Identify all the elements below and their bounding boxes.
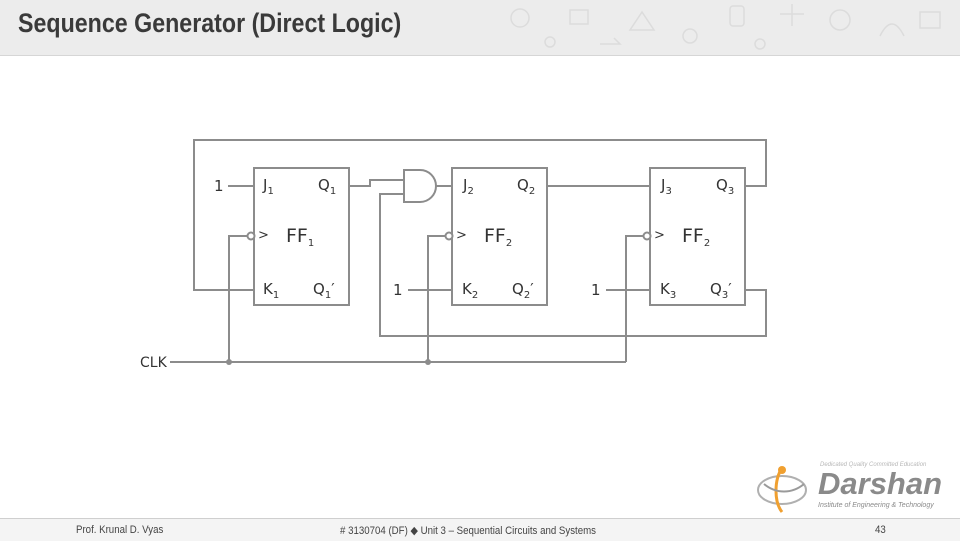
ff3-name: FF2	[682, 225, 711, 249]
ff1-j-label: J1	[263, 176, 274, 197]
ff2-q-label: Q2	[517, 176, 536, 197]
logo-tagline: Institute of Engineering & Technology	[818, 502, 934, 509]
ff1-name: FF1	[286, 225, 315, 249]
logo-motto: Dedicated Quality Committed Education	[820, 462, 927, 468]
ff3-clock-bubble	[642, 231, 652, 241]
ff1-clock-bubble	[246, 231, 256, 241]
and-gate	[403, 169, 437, 203]
footer-course: # 3130704 (DF) ◆ Unit 3 – Sequential Cir…	[340, 525, 597, 537]
ff1-q-label: Q1	[318, 176, 337, 197]
ff3-q-label: Q3	[716, 176, 735, 197]
j1-constant-one: 1	[214, 177, 224, 195]
ff1-k-label: K1	[263, 280, 280, 301]
clock-junction-1	[226, 359, 232, 365]
logo-name: Darshan	[818, 466, 943, 501]
ff2-name: FF2	[484, 225, 513, 249]
ff3-clock-arrow: >	[654, 228, 665, 243]
darshan-emblem-icon	[757, 466, 807, 513]
ff2-j-label: J2	[463, 176, 474, 197]
title-bar: Sequence Generator (Direct Logic)	[0, 0, 960, 56]
footer: Prof. Krunal D. Vyas # 3130704 (DF) ◆ Un…	[0, 518, 960, 541]
ff1-qn-label: Q1′	[313, 280, 335, 301]
title-background-doodles	[510, 4, 941, 50]
ff3-qn-label: Q3′	[710, 280, 732, 301]
darshan-logo: Dedicated Quality Committed Education Da…	[752, 462, 957, 514]
footer-author: Prof. Krunal D. Vyas	[76, 524, 164, 536]
k2-constant-one: 1	[393, 281, 403, 299]
ff3-j-label: J3	[661, 176, 672, 197]
clock-junction-2	[425, 359, 431, 365]
page-number: 43	[875, 524, 886, 536]
ff2-k-label: K2	[462, 280, 479, 301]
ff3-k-label: K3	[660, 280, 677, 301]
ff2-clock-arrow: >	[456, 228, 467, 243]
slide-title: Sequence Generator (Direct Logic)	[18, 8, 402, 38]
ff2-qn-label: Q2′	[512, 280, 534, 301]
clock-label: CLK	[140, 355, 167, 371]
ff1-clock-arrow: >	[258, 228, 269, 243]
k3-constant-one: 1	[591, 281, 601, 299]
ff2-clock-bubble	[444, 231, 454, 241]
